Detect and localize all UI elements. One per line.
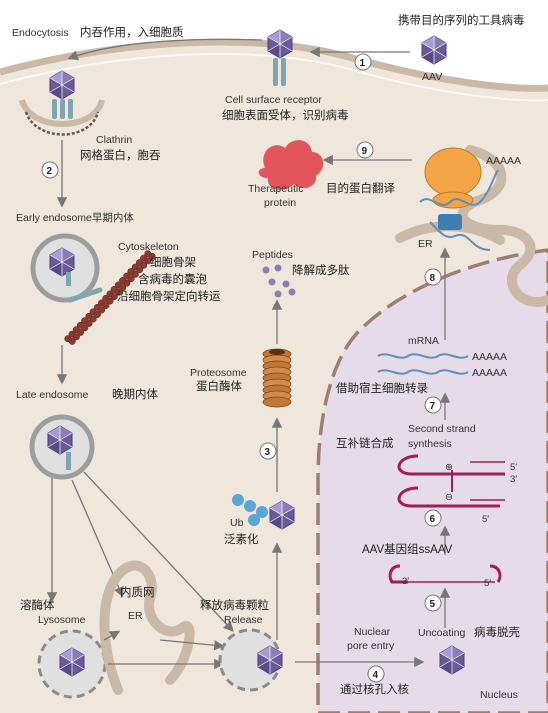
ub-label: Ub — [230, 517, 244, 529]
endoplasmic-reticulum-right — [457, 145, 548, 307]
therapeutic-label-2: protein — [264, 197, 296, 209]
minus-strand-mark: ⊖ — [445, 492, 453, 503]
release-label-en: Release — [224, 614, 263, 626]
peptide-fragments — [262, 264, 296, 298]
second-strand-label-2: synthesis — [408, 438, 452, 450]
peptides-label-en: Peptides — [252, 249, 293, 261]
nuclear-pore-label-1: Nuclear — [354, 626, 391, 638]
nucleus — [316, 248, 548, 713]
release-label-zh: 释放病毒颗粒 — [200, 598, 269, 612]
step-7: 7 — [430, 401, 436, 412]
step-8: 8 — [430, 273, 436, 284]
therapeutic-protein — [258, 140, 324, 190]
er-label-zh: 内质网 — [120, 585, 155, 599]
late-endosome-label-zh: 晚期内体 — [112, 387, 158, 401]
step-2: 2 — [47, 166, 53, 177]
five-prime-ds-bottom: 5′ — [482, 514, 489, 525]
er-label-en: ER — [128, 610, 143, 622]
polya-mrna-1: AAAAA — [472, 351, 507, 363]
uncoating-label-en: Uncoating — [418, 627, 465, 639]
polya-mrna-2: AAAAA — [472, 367, 507, 379]
step-9: 9 — [362, 146, 368, 157]
plus-strand-mark: ⊕ — [445, 462, 453, 473]
ssaav-label: AAV基因组ssAAV — [362, 542, 453, 556]
step-6: 6 — [430, 514, 436, 525]
step-3: 3 — [265, 447, 271, 458]
ubiquitin-chain — [248, 514, 260, 526]
endocytosis-label-zh: 内吞作用，入细胞质 — [80, 25, 184, 39]
late-endosome-label-en: Late endosome — [16, 389, 89, 401]
receptor-label-en: Cell surface receptor — [225, 94, 322, 106]
polya-top: AAAAA — [486, 155, 521, 167]
er-right-label: ER — [418, 238, 433, 250]
ssaav-genome — [388, 564, 408, 584]
ribosome — [424, 147, 482, 197]
endoplasmic-reticulum-bottom — [99, 560, 195, 695]
uncoating-label-zh: 病毒脱壳 — [474, 625, 520, 639]
aav-carrier-label: 携带目的序列的工具病毒 — [398, 13, 525, 27]
lysosome-label-zh: 溶酶体 — [20, 598, 55, 612]
endocytosis-label-en: Endocytosis — [12, 27, 69, 39]
clathrin-label-zh: 网格蛋白，胞吞 — [80, 148, 161, 162]
cytoskeleton-label-zh: 细胞骨架 — [150, 255, 196, 269]
double-stranded-genome — [397, 454, 505, 508]
mrna-strand-2 — [377, 369, 469, 375]
second-strand-label-zh: 互补链合成 — [336, 436, 394, 450]
clathrin-coat — [24, 111, 100, 136]
second-strand-label-1: Second strand — [408, 423, 476, 435]
endocytic-pit — [19, 98, 105, 127]
lysosome-label-en: Lysosome — [38, 614, 86, 626]
vesicle-label-zh: 含病毒的囊泡 — [138, 272, 207, 286]
transcription-label-zh: 借助宿主细胞转录 — [336, 381, 428, 395]
peptides-label-zh: 降解成多肽 — [292, 263, 350, 277]
translation-label-zh: 目的蛋白翻译 — [326, 181, 395, 195]
nuclear-pore-label-zh: 通过核孔入核 — [340, 682, 409, 696]
aav-capsid-outside — [421, 35, 447, 65]
clathrin-label-en: Clathrin — [96, 134, 132, 146]
five-prime-ss: 5′ — [484, 578, 491, 589]
cytoskeleton-label-en: Cytoskeleton — [118, 241, 179, 253]
therapeutic-label-1: Therapeutic — [248, 183, 303, 195]
proteasome — [262, 348, 292, 408]
aav-label: AAV — [422, 71, 442, 83]
surface-receptor — [273, 58, 278, 86]
step-1: 1 — [360, 58, 366, 69]
nucleus-label: Nucleus — [480, 689, 518, 701]
mrna-strand-1 — [377, 353, 469, 359]
transport-label-zh: 沿细胞骨架定向转运 — [117, 289, 221, 303]
three-prime-ds: 3′ — [510, 474, 517, 485]
proteasome-label-en: Proteosome — [190, 367, 247, 379]
three-prime-ss: 3′ — [402, 576, 409, 587]
step-4: 4 — [373, 670, 379, 681]
proteasome-label-zh: 蛋白酶体 — [196, 379, 242, 393]
nuclear-pore-er — [438, 214, 462, 230]
early-endosome-label: Early endosome早期内体 — [16, 211, 134, 224]
nuclear-pore-label-2: pore entry — [347, 640, 395, 652]
five-prime-ds-top: 5′ — [510, 462, 517, 473]
cytoskeleton-filament — [64, 250, 156, 345]
ub-label-zh: 泛素化 — [224, 532, 259, 546]
step-5: 5 — [430, 599, 436, 610]
mrna-label: mRNA — [408, 335, 439, 347]
receptor-label-zh: 细胞表面受体，识别病毒 — [222, 108, 349, 122]
